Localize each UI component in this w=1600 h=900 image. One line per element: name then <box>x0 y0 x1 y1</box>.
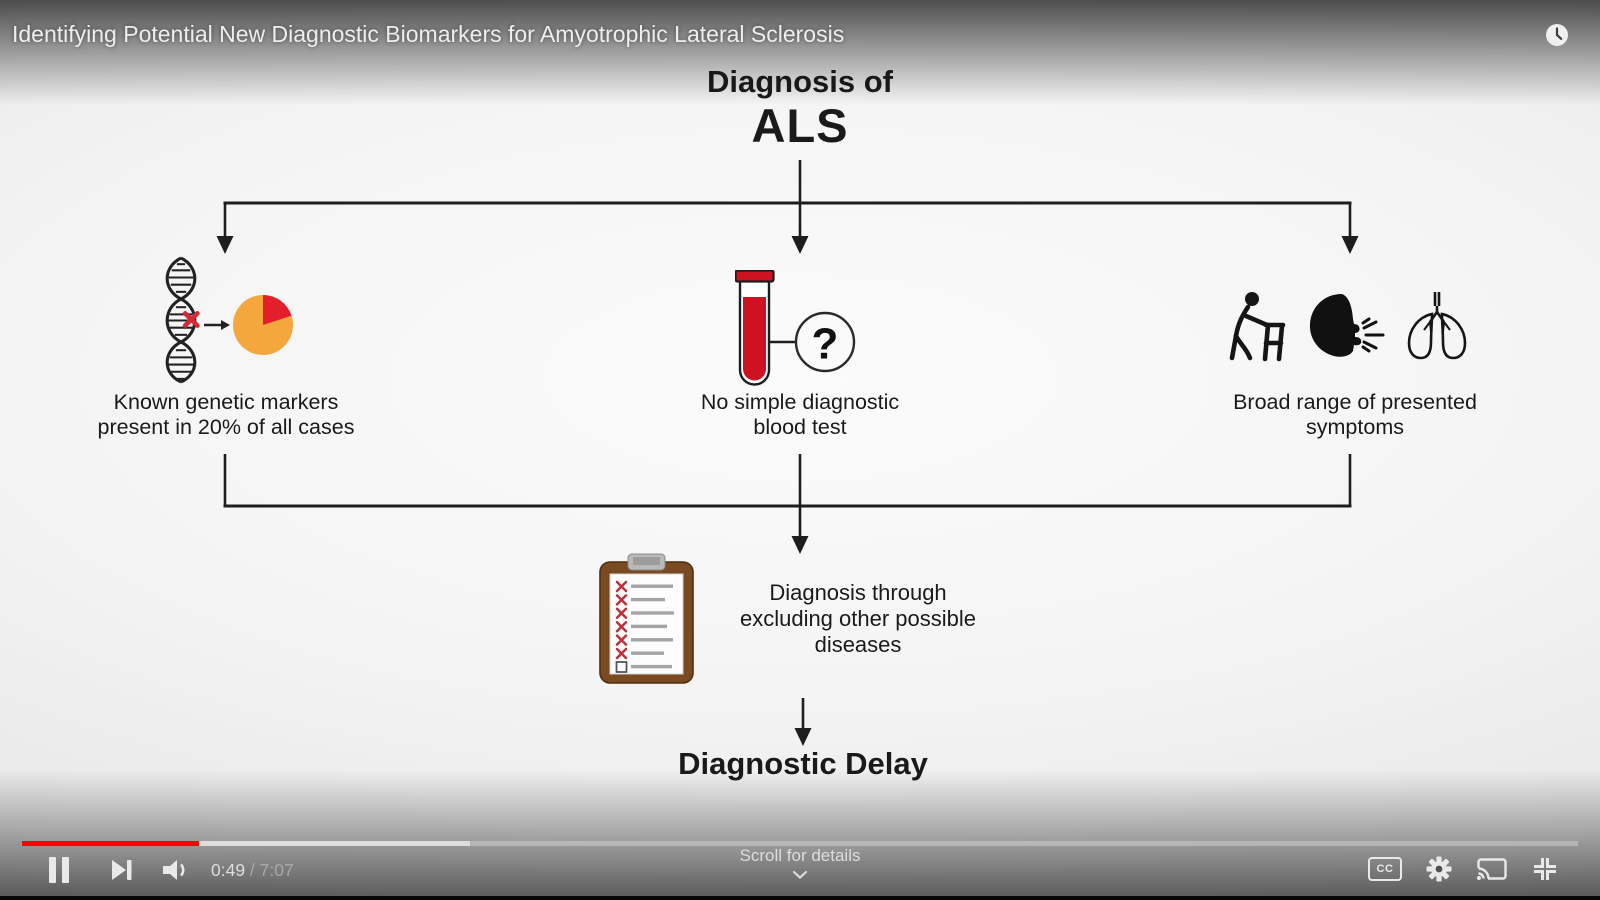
merge-node-caption: Diagnosis through excluding other possib… <box>708 580 1008 658</box>
letterbox-strip <box>0 896 1600 900</box>
blood-liquid <box>743 297 766 381</box>
tube-cap <box>735 270 775 283</box>
pie-slice <box>263 295 292 325</box>
settings-gear-icon[interactable] <box>1426 856 1452 882</box>
caption-line: Known genetic markers <box>113 390 339 414</box>
progress-bar[interactable] <box>22 841 1578 846</box>
coughing-head-icon <box>1309 294 1385 357</box>
red-x-marks <box>615 580 628 660</box>
player-controls-right: CC <box>1368 856 1558 882</box>
volume-button[interactable] <box>161 858 193 882</box>
dna-icon <box>165 256 200 384</box>
closed-captions-button[interactable]: CC <box>1368 857 1402 881</box>
progress-played <box>22 841 200 846</box>
question-mark: ? <box>812 320 839 369</box>
caption-line: diseases <box>814 632 902 657</box>
progress-buffered <box>22 841 471 846</box>
person-with-walker-icon <box>1229 292 1286 362</box>
branch-caption-symptoms: Broad range of presented symptoms <box>1175 390 1535 440</box>
cast-icon[interactable] <box>1476 856 1508 882</box>
player-controls-left: 0:49 / 7:07 <box>47 856 294 884</box>
empty-checkbox <box>615 661 628 673</box>
branch-caption-genetics: Known genetic markers present in 20% of … <box>46 390 406 440</box>
video-title[interactable]: Identifying Potential New Diagnostic Bio… <box>12 21 845 47</box>
scroll-hint-label: Scroll for details <box>739 846 861 865</box>
mutation-x-mark <box>182 311 200 328</box>
blood-test-icon: ? <box>735 270 856 386</box>
chevron-down-icon <box>792 870 808 879</box>
caption-line: Diagnosis through <box>769 580 947 605</box>
duration: 7:07 <box>259 859 294 880</box>
diagram-root-line2: ALS <box>751 99 849 152</box>
scroll-for-details[interactable]: Scroll for details <box>700 846 900 879</box>
caption-line: present in 20% of all cases <box>97 415 355 439</box>
question-circle <box>794 311 856 373</box>
pause-button[interactable] <box>47 856 71 884</box>
caption-line: Broad range of presented <box>1233 390 1477 414</box>
exit-fullscreen-icon[interactable] <box>1532 856 1558 882</box>
list-lines <box>631 584 674 669</box>
time-separator: / <box>245 859 260 880</box>
lungs-icon <box>1407 292 1467 360</box>
top-gradient-overlay: Identifying Potential New Diagnostic Bio… <box>0 0 1600 105</box>
caption-line: excluding other possible <box>739 606 977 631</box>
pie-chart-icon <box>233 295 293 355</box>
next-button[interactable] <box>111 858 133 882</box>
current-time: 0:49 <box>211 859 246 880</box>
caption-line: No simple diagnostic <box>700 390 900 414</box>
caption-line: symptoms <box>1306 415 1404 439</box>
branch-caption-blood-test: No simple diagnostic blood test <box>620 390 980 440</box>
watch-later-icon[interactable] <box>1545 23 1569 47</box>
symptoms-icons <box>1222 290 1470 362</box>
caption-line: blood test <box>753 415 847 439</box>
clipboard-checklist-icon <box>599 553 694 684</box>
small-arrow-icon <box>204 320 230 330</box>
time-display: 0:49 / 7:07 <box>211 860 294 881</box>
